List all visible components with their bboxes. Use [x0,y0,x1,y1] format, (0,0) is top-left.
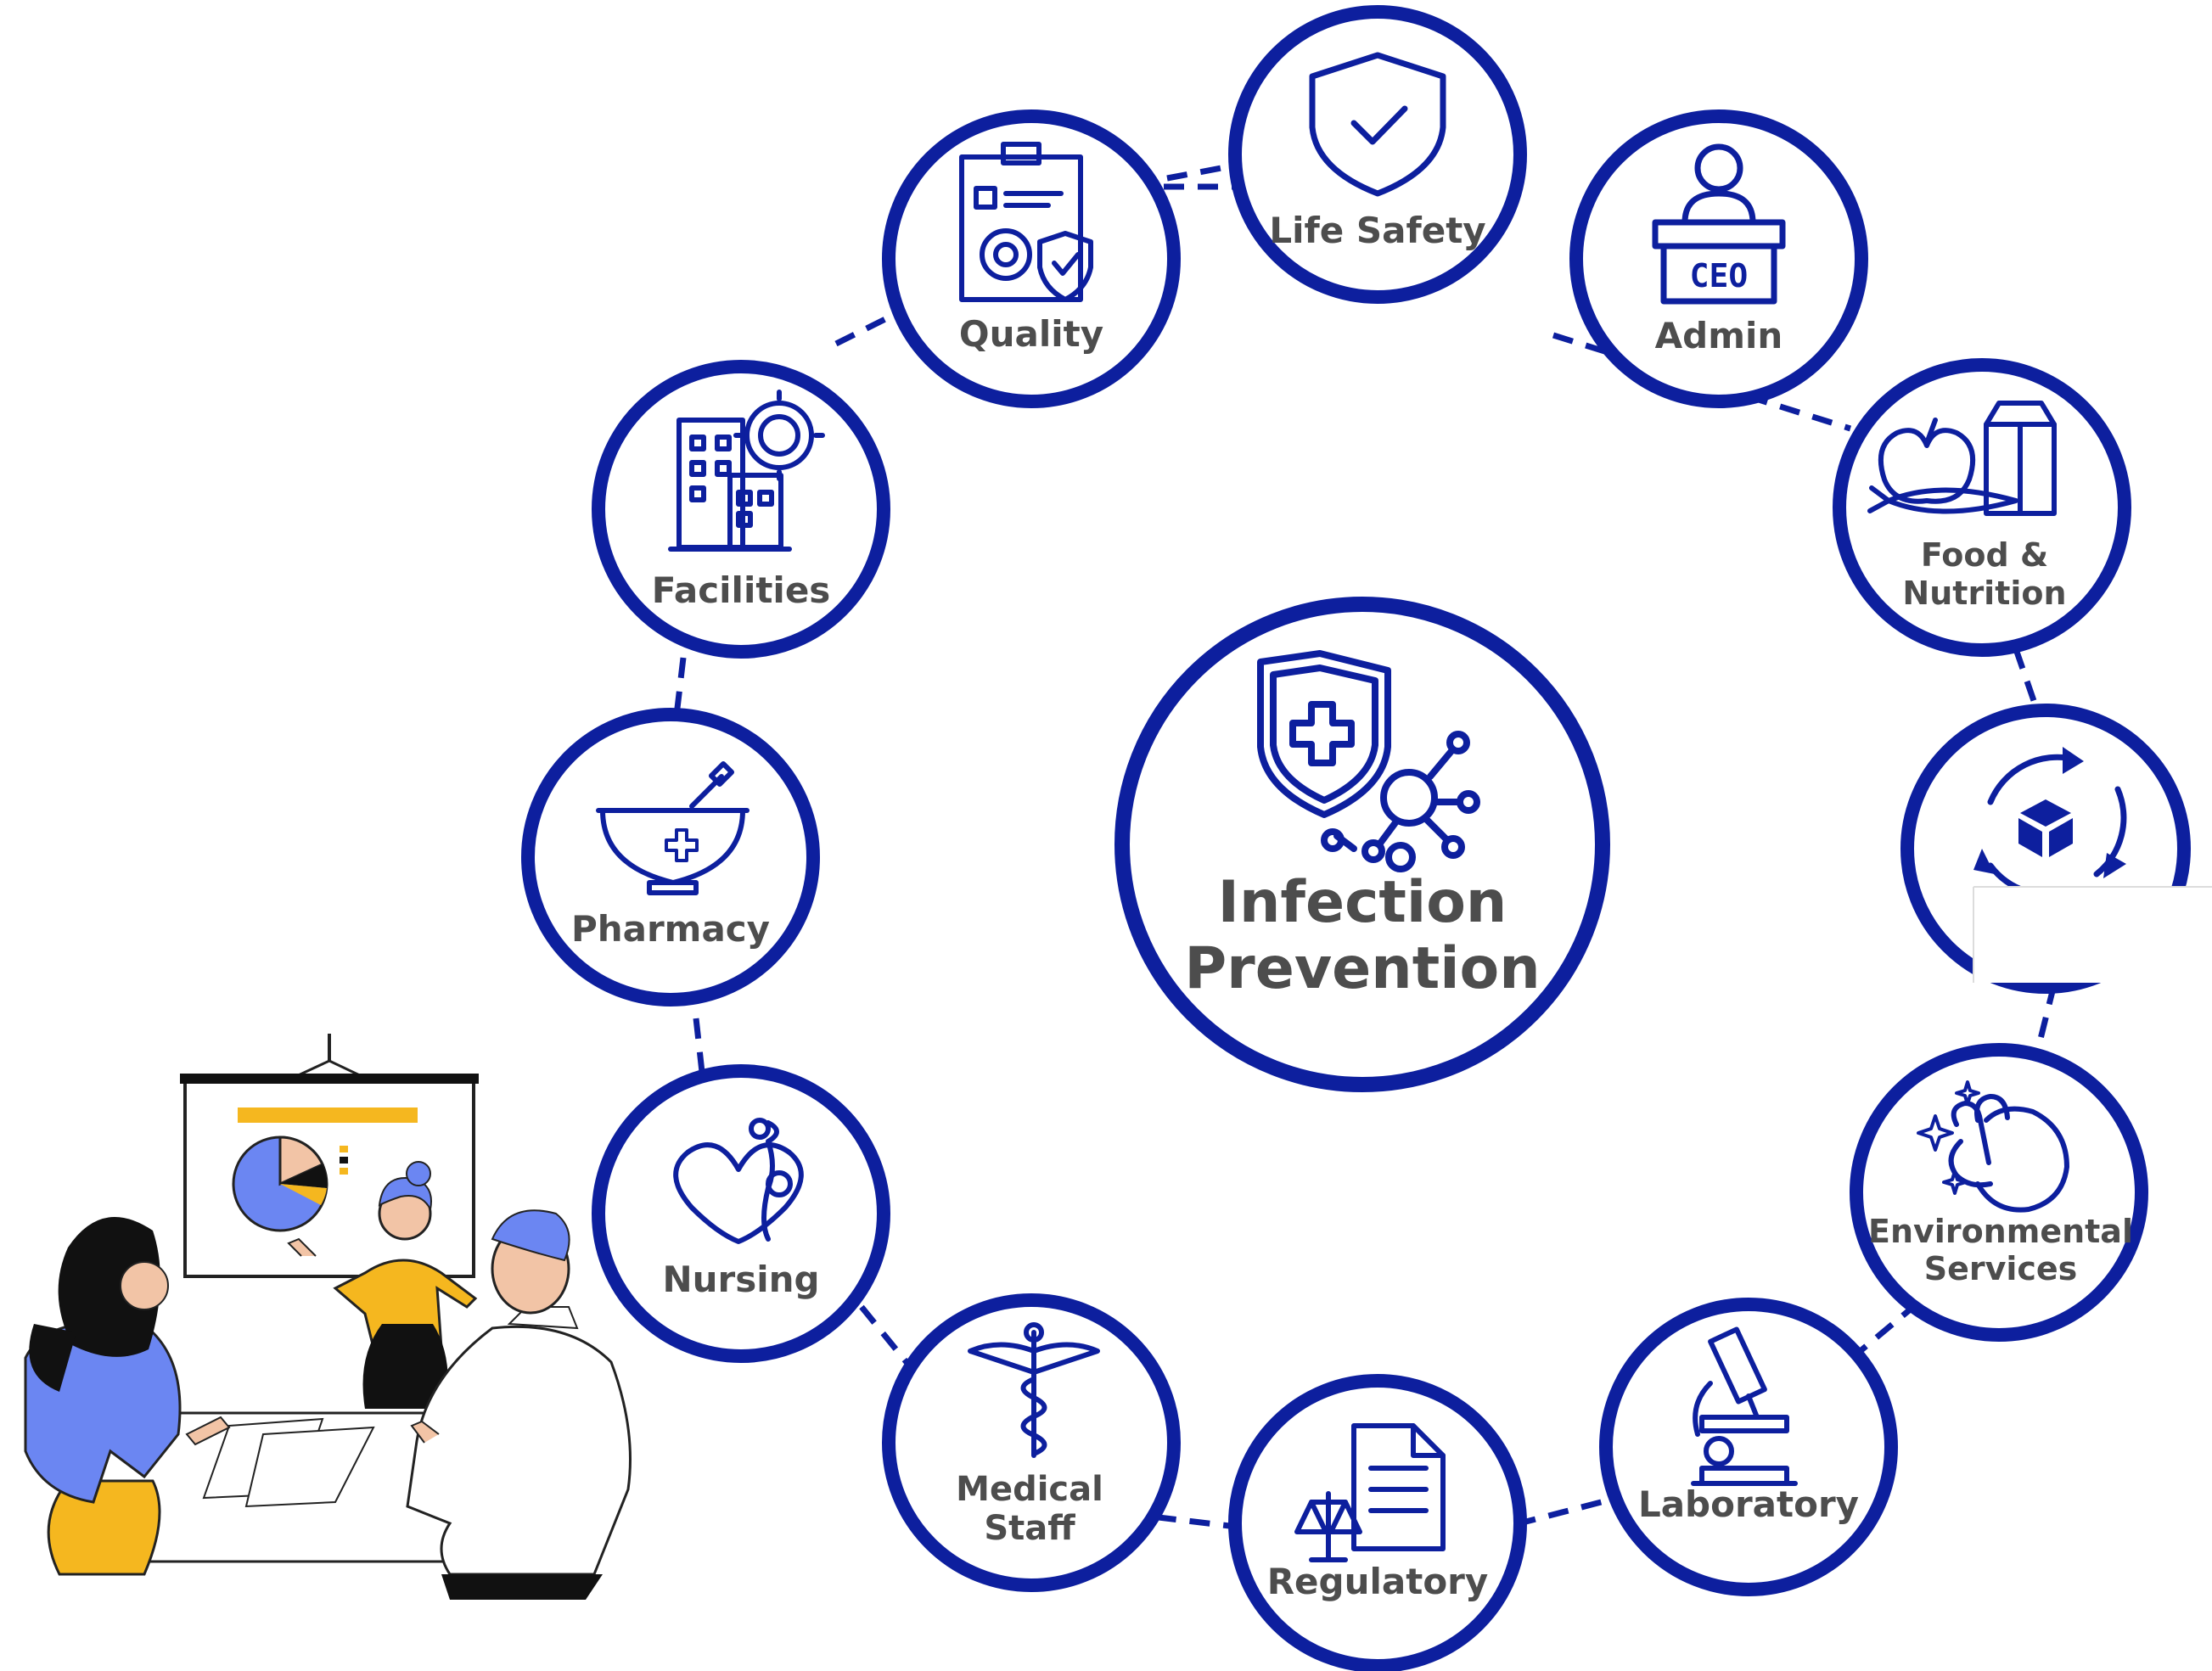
node-food-nutrition[interactable]: Food & Nutrition [1833,358,2131,657]
cleaning-hand-icon [1917,1080,2069,1213]
node-medical-label-line1: Medical [956,1470,1103,1509]
node-facilities[interactable]: Facilities [592,360,890,659]
node-pharmacy-label: Pharmacy [571,908,770,950]
caduceus-icon [968,1322,1100,1458]
mortar-pestle-icon [596,760,749,895]
node-lab-label: Laboratory [1638,1483,1859,1525]
ceo-icon-text: CEO [1690,257,1749,294]
node-quality[interactable]: Quality [882,109,1181,408]
node-facilities-label: Facilities [652,569,831,611]
center-label-line1: Infection [1218,869,1507,936]
node-quality-label: Quality [959,313,1103,355]
ceo-podium-icon [1652,143,1786,305]
building-gear-icon [668,390,825,552]
node-laboratory[interactable]: Laboratory [1599,1298,1898,1596]
heart-stethoscope-icon [673,1118,804,1244]
node-admin[interactable]: CEO Admin [1569,109,1868,408]
center-node[interactable]: Infection Prevention [1114,597,1610,1092]
team-meeting-presentation-illustration [24,1034,632,1600]
node-regulatory[interactable]: Regulatory [1228,1374,1527,1671]
node-regulatory-label: Regulatory [1267,1561,1489,1602]
clipboard-gear-shield-icon [959,142,1093,302]
apple-carrot-milk-icon [1867,401,2057,516]
node-admin-label: Admin [1655,315,1783,356]
node-env-label-line2: Services [1924,1250,2078,1287]
overlay-patch [1973,887,2212,983]
node-life-safety[interactable]: Life Safety [1228,5,1527,304]
node-food-label-line2: Nutrition [1902,575,2066,612]
node-life-safety-label: Life Safety [1269,210,1485,251]
center-label-line2: Prevention [1184,935,1540,1002]
node-pharmacy[interactable]: Pharmacy [521,708,820,1007]
shield-check-icon [1309,52,1446,197]
node-nursing[interactable]: Nursing [592,1064,890,1363]
node-nursing-label: Nursing [662,1259,819,1300]
node-medical-label-line2: Staff [984,1509,1075,1548]
node-medical-staff[interactable]: Medical Staff [882,1293,1181,1592]
node-environmental-services[interactable]: Environmental Services [1850,1043,2148,1342]
microscope-icon [1691,1326,1798,1486]
node-food-label-line1: Food & [1921,536,2048,574]
shield-cross-virus-icon [1257,650,1480,872]
scales-document-icon [1294,1423,1446,1562]
node-env-label-line1: Environmental [1868,1213,2133,1250]
